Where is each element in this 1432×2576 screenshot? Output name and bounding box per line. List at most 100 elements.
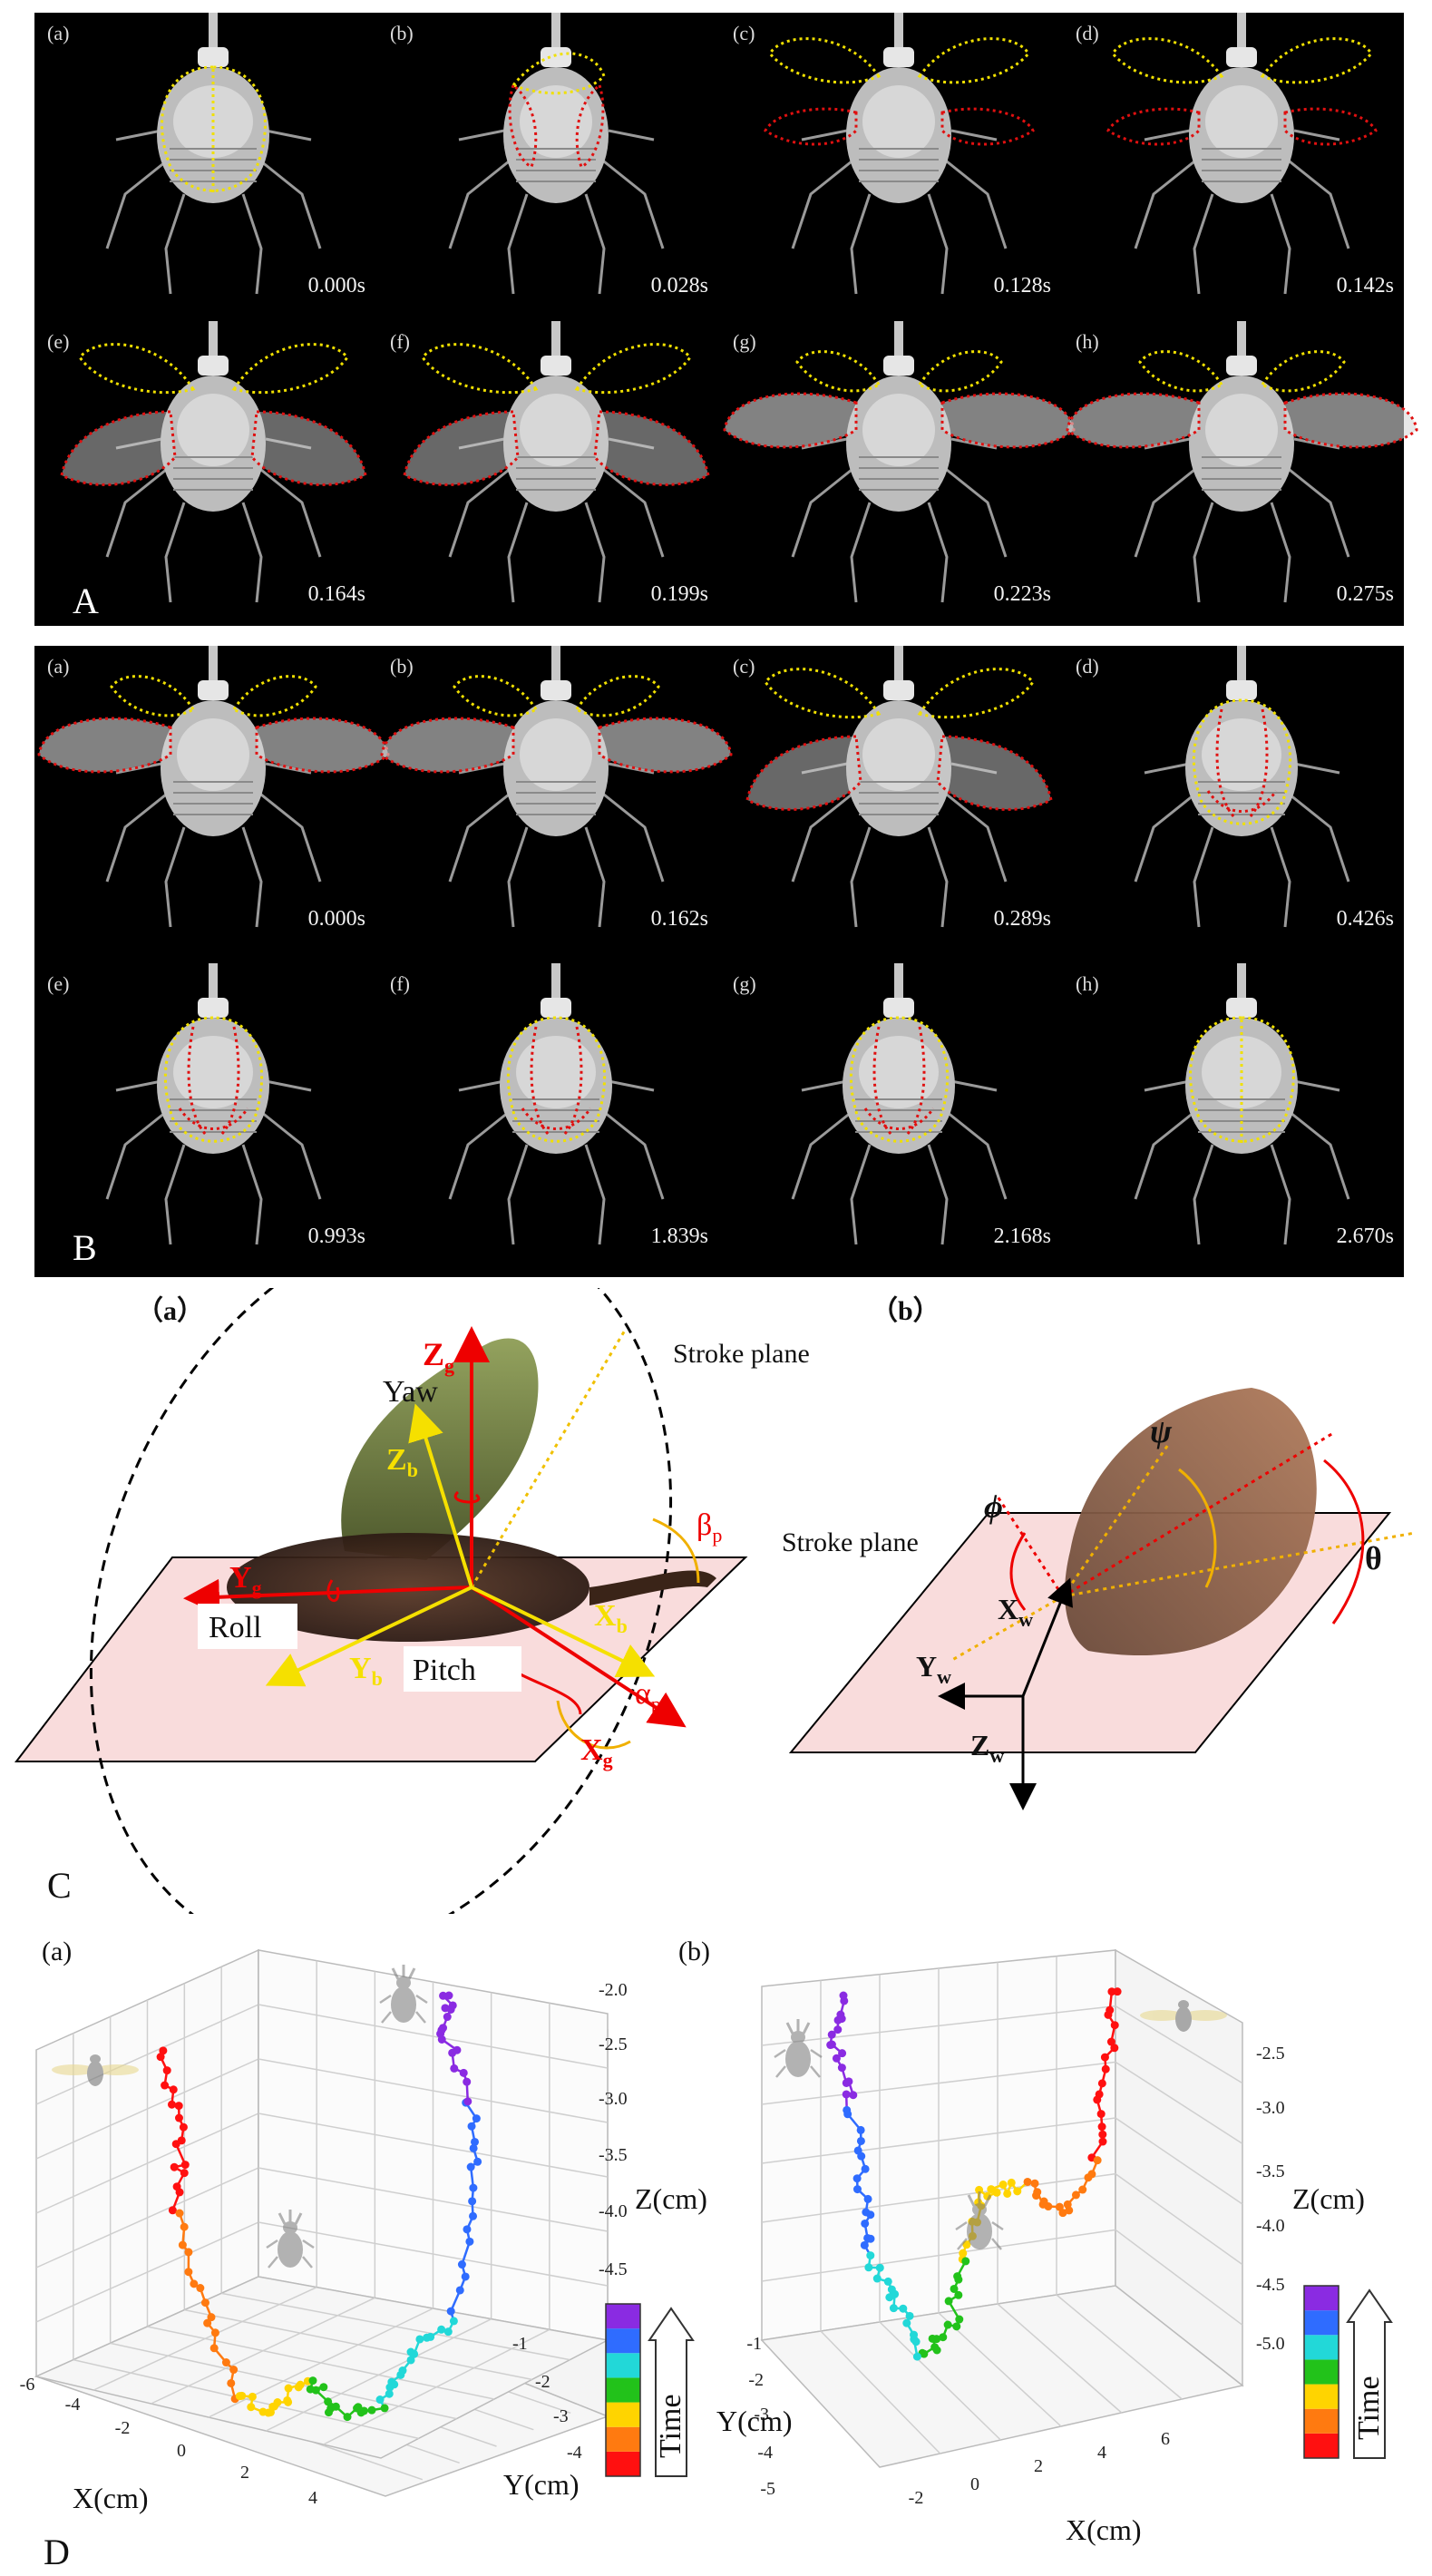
trajectory-point <box>380 2404 389 2413</box>
trajectory-point <box>832 2054 841 2063</box>
trajectory-point <box>1078 2185 1087 2194</box>
panel-d-sub-a: (a) <box>42 1937 73 1966</box>
trajectory-point <box>853 2146 862 2155</box>
frame-label: (h) <box>1076 972 1099 995</box>
trajectory-point <box>238 2391 247 2400</box>
pitch-arc <box>516 1671 582 1715</box>
trajectory-point <box>943 2320 952 2329</box>
trajectory-point <box>1013 2187 1022 2196</box>
frame-label: (g) <box>733 330 756 353</box>
frame-b: (b)0.028s <box>377 13 735 309</box>
alpha-arc <box>556 1700 631 1750</box>
trajectory-point <box>1104 2010 1113 2019</box>
trajectory-point <box>209 2344 219 2353</box>
mount-head <box>541 998 571 1018</box>
trajectory-point <box>992 2188 1001 2197</box>
hindwing-outline-right <box>593 410 710 486</box>
label-zb: Zb <box>386 1443 418 1481</box>
label-stroke-plane-left: Stroke plane <box>673 1339 810 1369</box>
beetle-icon-start <box>266 2210 315 2269</box>
label-xg: Xg <box>580 1733 613 1771</box>
elytra-outline-right <box>917 37 1030 84</box>
trajectory-point <box>367 2405 376 2415</box>
elytra-outline <box>1189 1016 1295 1143</box>
time-arrow-icon <box>1346 2288 1393 2459</box>
trajectory-point <box>311 2386 320 2395</box>
elytra-outline-left <box>1138 350 1224 393</box>
hindwing-outline-left <box>380 717 515 774</box>
trajectory-point <box>1110 2044 1119 2053</box>
panel-c-diagram: Stroke plane Yaw Zg Zb Yg Roll Yb Pitch … <box>14 1288 1416 1914</box>
z-tick-label: -2.5 <box>599 2034 628 2054</box>
colorbar-swatch <box>1304 2310 1339 2336</box>
trajectory-point <box>1032 2191 1041 2200</box>
label-xw: Xw <box>998 1593 1033 1631</box>
trajectory-point <box>856 2136 865 2145</box>
y-tick-label: -3 <box>754 2405 769 2425</box>
frame-label: (a) <box>47 655 70 678</box>
panel-c-sub-b: （b） <box>871 1296 940 1326</box>
trajectory-point <box>461 2272 470 2281</box>
trajectory-point <box>426 2332 435 2341</box>
trajectory-point <box>175 2188 184 2197</box>
trajectory-point <box>1106 2037 1115 2046</box>
yaw-arc <box>453 1490 481 1504</box>
trajectory-point <box>169 2085 178 2094</box>
trajectory-point <box>180 2222 189 2231</box>
hindwing-outline-left <box>1106 107 1201 146</box>
trajectory-point <box>1098 2130 1107 2139</box>
trajectory-point <box>174 2113 183 2122</box>
elytra-outline-left <box>795 350 882 393</box>
phi-arc <box>1009 1532 1027 1611</box>
y-tick-label: -2 <box>748 2370 764 2390</box>
trajectory-point <box>467 2122 476 2131</box>
elytra-outline-left <box>768 37 882 84</box>
panel-c-label: C <box>47 1865 72 1906</box>
elytra-outline-right <box>917 350 1003 393</box>
trajectory-point <box>1097 2122 1106 2132</box>
colorbar-swatch <box>1304 2335 1339 2360</box>
x-axis-title: X(cm) <box>1066 2513 1142 2546</box>
frame-label: (g) <box>733 972 756 995</box>
trajectory-point <box>944 2297 953 2306</box>
label-beta: βp <box>697 1508 722 1547</box>
label-alpha: αp <box>635 1677 661 1715</box>
trajectory-point <box>1113 1987 1122 1996</box>
trajectory-point <box>455 2286 464 2295</box>
mount-head <box>198 998 229 1018</box>
mount-head <box>541 47 571 67</box>
mount-head <box>541 356 571 376</box>
trajectory-point <box>441 2004 450 2013</box>
trajectory-point <box>468 2197 477 2206</box>
mount-pin <box>1237 646 1246 682</box>
beetle-legs <box>791 437 1008 603</box>
trajectory-point <box>273 2398 282 2407</box>
frame-timestamp: 0.426s <box>1336 907 1394 931</box>
trajectory-point <box>1038 2200 1047 2209</box>
hindwing-outline-left <box>60 410 177 486</box>
mount-pin <box>894 646 903 682</box>
y-tick-label: -3 <box>553 2406 569 2426</box>
trajectory-point <box>449 2317 458 2326</box>
label-zw: Zw <box>970 1729 1004 1767</box>
trajectory-point <box>469 2143 478 2152</box>
trajectory-point <box>170 2162 179 2171</box>
trajectory-point <box>872 2274 882 2283</box>
trajectory-point <box>469 2211 478 2220</box>
colorbar-swatch <box>606 2304 640 2329</box>
frame-timestamp: 0.993s <box>307 1225 365 1248</box>
panel-b: (a)0.000s(b)0.162s(c)0.289s(d)0.426s(e)0… <box>34 646 1404 1277</box>
frame-label: (c) <box>733 22 755 44</box>
z-tick-label: -5.0 <box>1256 2334 1285 2354</box>
axis-zb <box>408 1403 473 1588</box>
plot-b: -20246-1-2-3-4-5-2.5-3.0-3.5-4.0-4.5-5.0… <box>716 1948 1365 2546</box>
trajectory-point <box>1071 2191 1080 2200</box>
trajectory-point <box>415 2335 424 2344</box>
y-tick-label: -4 <box>567 2443 582 2463</box>
beetle-legs <box>1134 129 1350 295</box>
elytra-outline-right <box>1260 350 1346 393</box>
time-arrow-icon <box>648 2307 695 2477</box>
trajectory-point <box>375 2395 385 2405</box>
hindwing-outline-left <box>1066 392 1201 449</box>
colorbar-swatch <box>606 2353 640 2378</box>
